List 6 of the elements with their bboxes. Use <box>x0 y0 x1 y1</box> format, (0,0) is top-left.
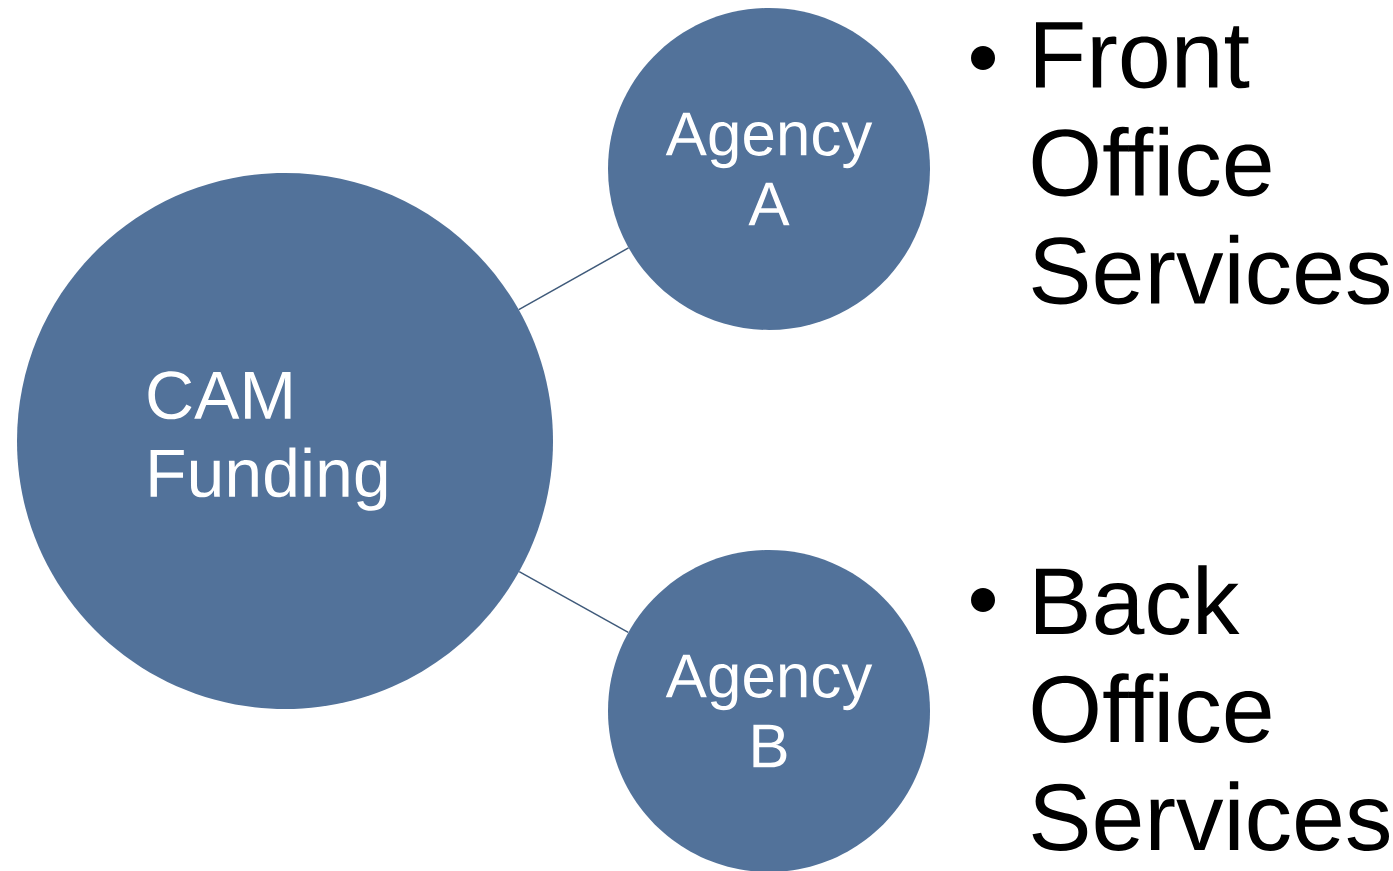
bullet-text: Front Office Services <box>971 22 1389 305</box>
circle-node: CAM Funding <box>17 173 553 709</box>
connector-line <box>518 570 629 634</box>
connector-line <box>518 247 630 311</box>
bullet-text: Back Office Services <box>971 565 1389 851</box>
circle-node: Agency A <box>608 8 930 330</box>
